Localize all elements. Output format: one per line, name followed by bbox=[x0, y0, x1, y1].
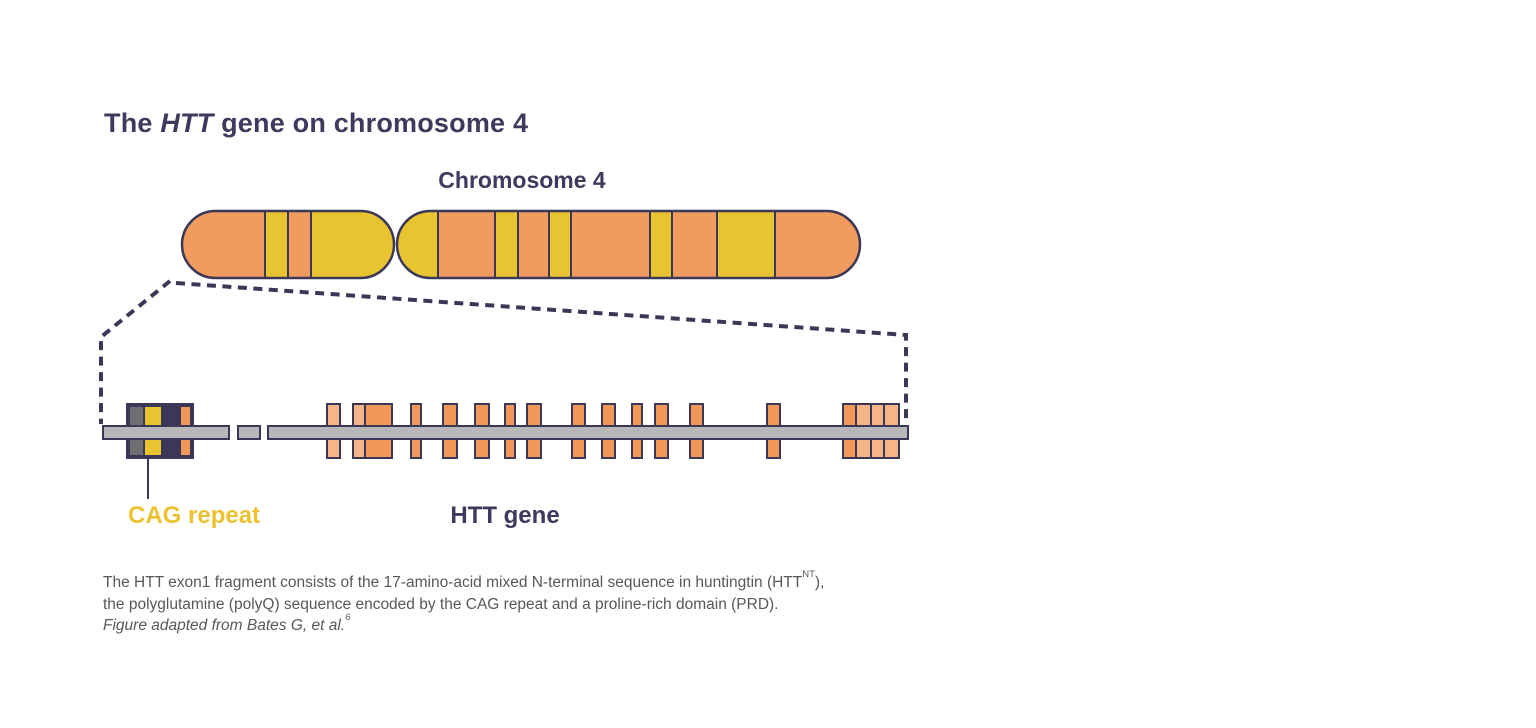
caption-line-2: the polyglutamine (polyQ) sequence encod… bbox=[103, 595, 779, 613]
chromosome-band-yellow bbox=[397, 211, 438, 278]
title-text-post: gene on chromosome 4 bbox=[213, 108, 529, 139]
chromosome-band-yellow bbox=[311, 211, 394, 278]
caption-line-1: The HTT exon1 fragment consists of the 1… bbox=[103, 568, 825, 591]
cag-repeat-label: CAG repeat bbox=[128, 502, 261, 529]
gene-backbone-segment bbox=[237, 425, 261, 440]
chromosome-band-yellow bbox=[549, 211, 571, 278]
chromosome-p-arm-outline bbox=[180, 209, 396, 280]
chromosome-p-arm bbox=[182, 211, 394, 278]
htt-gene-label: HTT gene bbox=[450, 502, 560, 529]
page-title: The HTT gene on chromosome 4 bbox=[104, 108, 528, 139]
superscript-ref: 6 bbox=[345, 611, 351, 623]
zoom-guide-dashed-line bbox=[99, 279, 172, 424]
chromosome-label: Chromosome 4 bbox=[438, 167, 606, 193]
gene-backbone-segment bbox=[102, 425, 230, 440]
chromosome-band-yellow bbox=[265, 211, 288, 278]
zoom-guide-dashed-line bbox=[175, 281, 908, 424]
title-gene-symbol: HTT bbox=[160, 108, 214, 139]
chromosome-q-arm-outline bbox=[395, 209, 862, 280]
title-text-pre: The bbox=[104, 108, 161, 139]
caption-line-3: Figure adapted from Bates G, et al.6 bbox=[103, 611, 351, 634]
gene-backbone-segment bbox=[267, 425, 909, 440]
chromosome-band-yellow bbox=[650, 211, 672, 278]
chromosome-band-yellow bbox=[717, 211, 775, 278]
chromosome-band-yellow bbox=[495, 211, 518, 278]
chromosome-q-arm bbox=[397, 211, 860, 278]
superscript-nt: NT bbox=[802, 568, 815, 580]
figure-caption: The HTT exon1 fragment consists of the 1… bbox=[103, 568, 943, 637]
chromosome-band-orange bbox=[397, 211, 860, 278]
